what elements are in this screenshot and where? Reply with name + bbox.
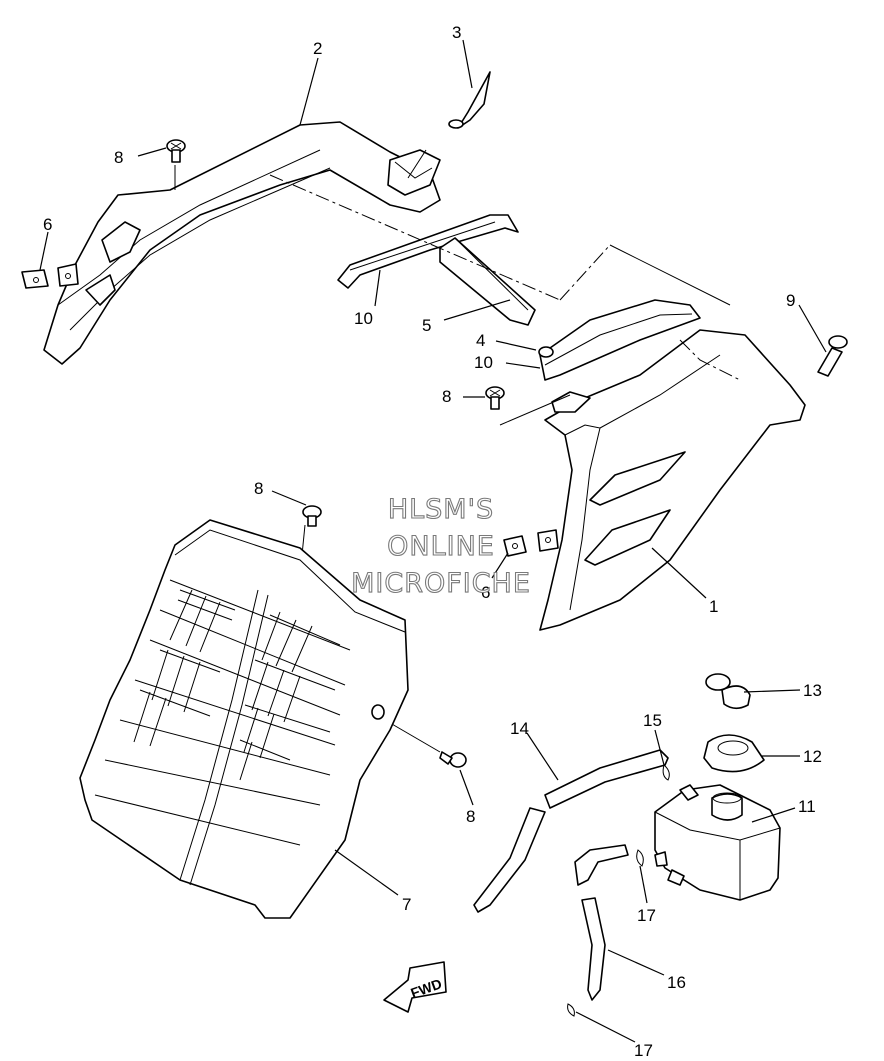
watermark-line-3: MICROFICHE xyxy=(351,568,531,599)
part-1-side-cover xyxy=(539,299,806,631)
part-16-hose xyxy=(574,844,629,1001)
callout-9: 9 xyxy=(786,291,795,310)
part-12-cap xyxy=(703,734,765,773)
part-17-clamp-b xyxy=(567,1003,575,1017)
watermark-line-1: HLSM'S xyxy=(388,494,494,525)
callout-6a: 6 xyxy=(43,215,52,234)
part-8-screw-b xyxy=(485,386,505,410)
callout-8c: 8 xyxy=(254,479,263,498)
callout-12: 12 xyxy=(803,747,822,766)
part-9-bolt xyxy=(817,335,848,377)
callout-7: 7 xyxy=(402,895,411,914)
callout-17a: 17 xyxy=(637,906,656,925)
part-6-clip-b xyxy=(503,529,559,557)
part-10-seal-strip-upper xyxy=(337,214,519,289)
part-2-front-cover xyxy=(43,121,441,365)
part-3-rivet xyxy=(448,71,491,129)
part-5-pad xyxy=(439,237,536,326)
part-4-washer xyxy=(538,346,554,358)
part-13-plug xyxy=(705,673,751,710)
callout-10a: 10 xyxy=(354,309,373,328)
callout-17b: 17 xyxy=(634,1041,653,1060)
part-14-hose xyxy=(473,749,669,913)
callout-1: 1 xyxy=(709,597,718,616)
callout-13: 13 xyxy=(803,681,822,700)
part-6-clip-a xyxy=(21,263,79,289)
fwd-arrow: FWD xyxy=(383,961,447,1013)
callout-5: 5 xyxy=(422,316,431,335)
callout-8d: 8 xyxy=(466,807,475,826)
callout-11: 11 xyxy=(798,797,816,816)
part-8-screw-a xyxy=(166,139,186,163)
callout-4: 4 xyxy=(476,331,485,350)
callout-8b: 8 xyxy=(442,387,451,406)
part-8-screw-d xyxy=(439,751,467,768)
callout-8a: 8 xyxy=(114,148,123,167)
leader-lines xyxy=(39,39,827,1043)
part-15-clamp xyxy=(662,764,670,781)
callout-16: 16 xyxy=(667,973,686,992)
part-8-screw-c xyxy=(302,505,322,527)
callout-3: 3 xyxy=(452,23,461,42)
part-11-tank xyxy=(654,784,781,901)
callout-6b: 6 xyxy=(481,583,490,602)
callout-10b: 10 xyxy=(474,353,493,372)
callout-14: 14 xyxy=(510,719,529,738)
watermark-line-2: ONLINE xyxy=(387,531,495,562)
part-7-grille xyxy=(79,519,409,919)
callout-2: 2 xyxy=(313,39,322,58)
part-17-clamp-a xyxy=(636,849,644,867)
watermark: HLSM'S ONLINE MICROFICHE xyxy=(351,493,531,599)
callout-labels: 1 2 3 4 5 6 6 7 8 8 8 8 9 10 10 11 12 13… xyxy=(43,23,822,1060)
callout-15: 15 xyxy=(643,711,662,730)
